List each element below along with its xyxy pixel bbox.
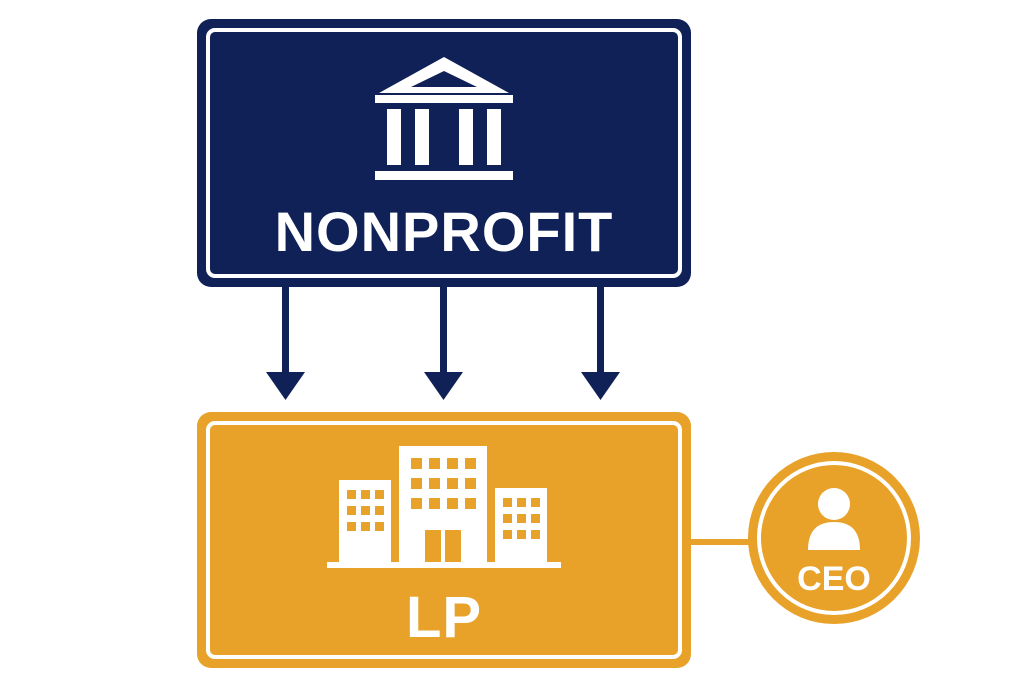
person-icon	[808, 488, 860, 550]
lp-box-border	[206, 421, 682, 659]
lp-box: LP	[197, 412, 691, 668]
lp-label: LP	[405, 585, 483, 650]
arrow-left	[266, 287, 305, 400]
ceo-label: CEO	[797, 560, 871, 598]
lp-ceo-connector	[691, 539, 749, 545]
nonprofit-box: NONPROFIT	[197, 19, 691, 287]
arrow-middle	[424, 287, 463, 400]
buildings-icon	[327, 446, 561, 568]
nonprofit-box-border	[206, 28, 682, 278]
arrow-right	[581, 287, 620, 400]
ceo-circle-border	[757, 461, 911, 615]
nonprofit-label: NONPROFIT	[274, 200, 614, 263]
ceo-circle: CEO	[748, 452, 920, 624]
bank-icon	[375, 57, 513, 180]
